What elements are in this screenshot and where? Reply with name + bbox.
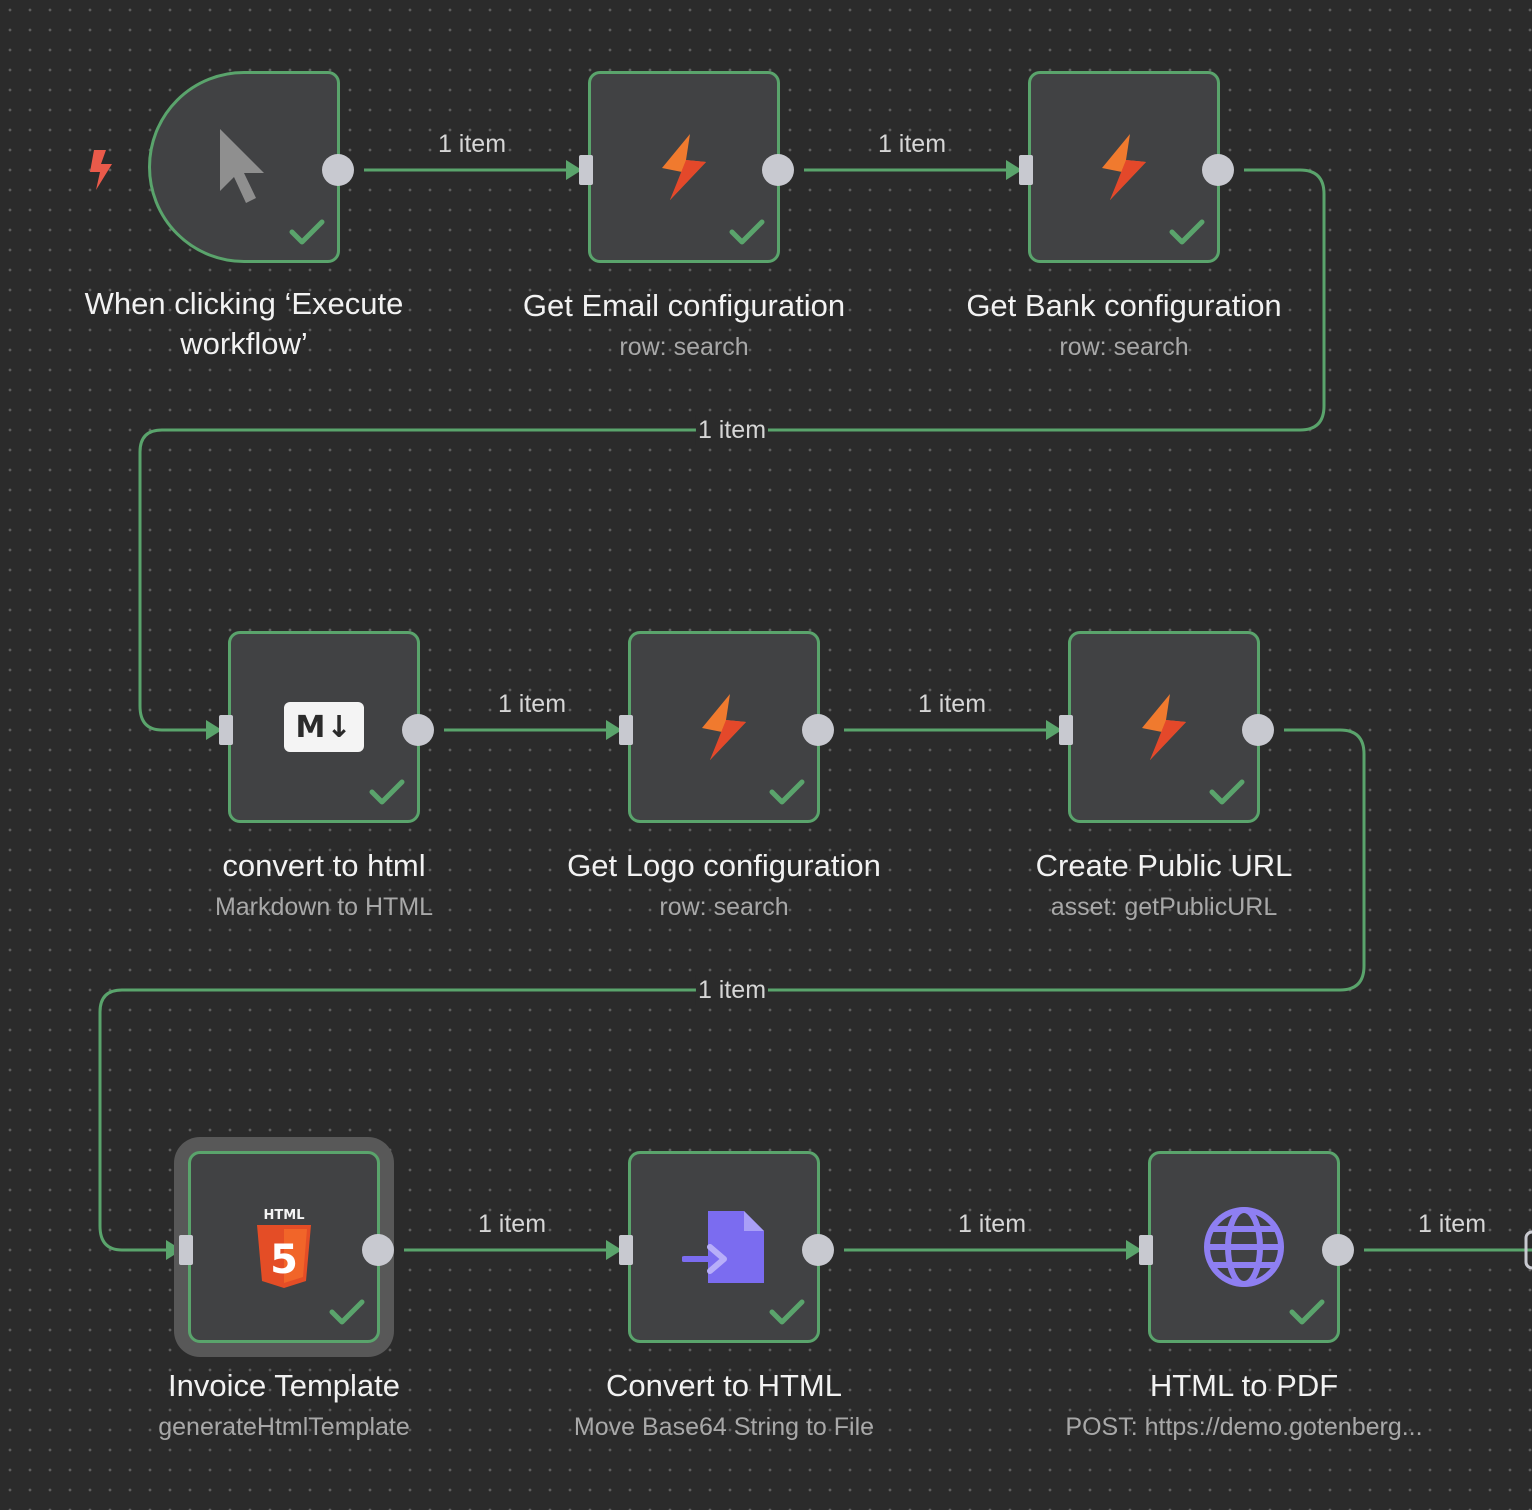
supabase-icon (1082, 125, 1166, 209)
edge-label: 1 item (877, 130, 947, 158)
input-handle[interactable] (219, 715, 233, 745)
output-handle[interactable] (402, 714, 434, 746)
edge-label: 1 item (437, 130, 507, 158)
input-handle[interactable] (1019, 155, 1033, 185)
success-check-icon (1289, 1299, 1325, 1325)
output-handle[interactable] (802, 1234, 834, 1266)
supabase-icon (642, 125, 726, 209)
node-get-logo-configuration[interactable]: Get Logo configuration row: search (567, 631, 881, 921)
output-handle[interactable] (362, 1234, 394, 1266)
edge-label: 1 item (695, 415, 769, 445)
success-check-icon (1169, 219, 1205, 245)
node-create-public-url[interactable]: Create Public URL asset: getPublicURL (1036, 631, 1292, 921)
edge-label: 1 item (477, 1210, 547, 1238)
node-convert-to-html-markdown[interactable]: M↓ convert to html Markdown to HTML (215, 631, 434, 921)
output-handle[interactable] (1322, 1234, 1354, 1266)
arrowhead (1126, 1240, 1142, 1260)
output-handle[interactable] (322, 154, 354, 186)
arrowhead (606, 1240, 622, 1260)
node-title: Convert to HTML (605, 1368, 842, 1403)
node-manual-trigger[interactable]: When clicking ‘Execute workflow’ (85, 71, 403, 361)
arrowhead (606, 720, 622, 740)
output-handle[interactable] (762, 154, 794, 186)
node-subtitle: Markdown to HTML (214, 893, 434, 921)
arrowhead (206, 720, 222, 740)
node-subtitle: row: search (659, 893, 789, 921)
output-handle[interactable] (1242, 714, 1274, 746)
node-title: Invoice Template (167, 1368, 401, 1403)
input-handle[interactable] (179, 1235, 193, 1265)
html5-icon: HTML 5 (242, 1205, 326, 1289)
input-handle[interactable] (619, 1235, 633, 1265)
edge-label: 1 item (957, 1210, 1027, 1238)
node-title: Get Logo configuration (567, 848, 881, 883)
output-handle[interactable] (802, 714, 834, 746)
node-html-to-pdf[interactable]: HTML to PDF POST: https://demo.gotenberg… (1065, 1151, 1423, 1441)
input-handle[interactable] (619, 715, 633, 745)
node-subtitle: POST: https://demo.gotenberg... (1065, 1413, 1423, 1441)
success-check-icon (729, 219, 765, 245)
success-check-icon (769, 779, 805, 805)
file-import-icon (682, 1205, 766, 1289)
node-subtitle: row: search (619, 333, 749, 361)
input-handle[interactable] (579, 155, 593, 185)
node-convert-to-html-file[interactable]: Convert to HTML Move Base64 String to Fi… (574, 1151, 874, 1441)
html5-caption: HTML (264, 1208, 305, 1223)
input-handle[interactable] (1139, 1235, 1153, 1265)
input-handle[interactable] (1059, 715, 1073, 745)
offscreen-next-node-edge (1524, 1230, 1532, 1270)
node-subtitle: generateHtmlTemplate (158, 1413, 410, 1441)
edge-label: 1 item (497, 690, 567, 718)
node-subtitle: asset: getPublicURL (1050, 893, 1278, 921)
arrowhead (166, 1240, 182, 1260)
node-subtitle: Move Base64 String to File (573, 1413, 875, 1441)
success-check-icon (769, 1299, 805, 1325)
edge-label: 1 item (917, 690, 987, 718)
supabase-icon (682, 685, 766, 769)
arrowhead (1006, 160, 1022, 180)
arrowhead (1046, 720, 1062, 740)
html5-digit: 5 (270, 1237, 298, 1283)
arrowhead (566, 160, 582, 180)
success-check-icon (329, 1299, 365, 1325)
node-title: Get Email configuration (522, 288, 846, 323)
edge-label: 1 item (695, 975, 769, 1005)
cursor-icon (202, 125, 286, 209)
supabase-icon (1122, 685, 1206, 769)
node-get-email-configuration[interactable]: Get Email configuration row: search (523, 71, 845, 361)
edge-label: 1 item (1417, 1210, 1487, 1238)
node-get-bank-configuration[interactable]: Get Bank configuration row: search (966, 71, 1282, 361)
node-invoice-template[interactable]: HTML 5 Invoice Template generateHtmlTemp… (158, 1151, 410, 1441)
markdown-icon: M↓ (282, 685, 366, 769)
lightning-bolt-icon (90, 150, 112, 190)
success-check-icon (369, 779, 405, 805)
markdown-badge: M↓ (284, 702, 364, 752)
node-title: HTML to PDF (1149, 1368, 1339, 1403)
node-title: When clicking ‘Execute workflow’ (84, 286, 404, 361)
output-handle[interactable] (1202, 154, 1234, 186)
node-title: convert to html (222, 848, 426, 883)
success-check-icon (1209, 779, 1245, 805)
node-title: Create Public URL (1035, 848, 1293, 883)
node-title: Get Bank configuration (966, 288, 1282, 323)
node-subtitle: row: search (1059, 333, 1189, 361)
globe-icon (1202, 1205, 1286, 1289)
success-check-icon (289, 219, 325, 245)
